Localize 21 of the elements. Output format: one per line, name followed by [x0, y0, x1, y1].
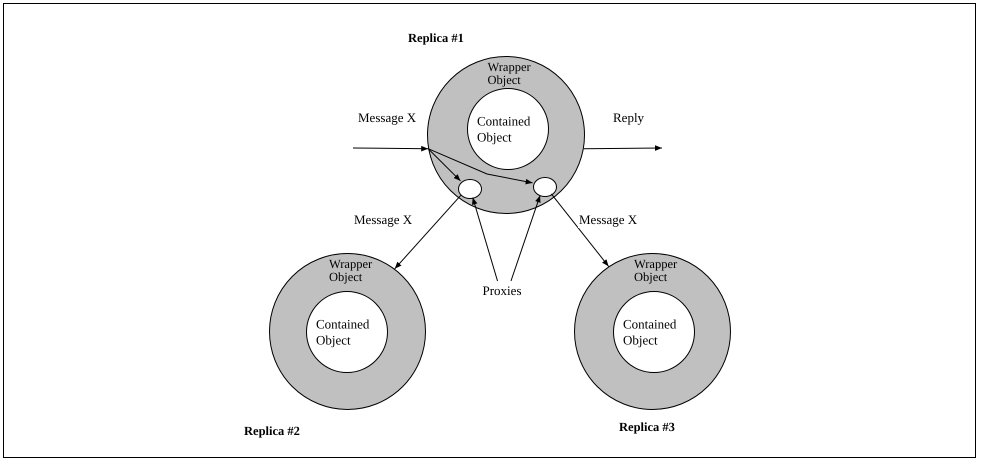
- arrow: [394, 194, 462, 270]
- object-label: Contained Object: [477, 113, 532, 145]
- edge-label: Reply: [612, 110, 646, 126]
- object-label: Wrapper Object: [328, 258, 374, 284]
- object-label: Contained Object: [623, 316, 678, 348]
- arrow: [352, 146, 429, 152]
- arrow: [510, 194, 541, 282]
- proxy-circle: [533, 177, 557, 197]
- object-label: Wrapper Object: [634, 258, 678, 284]
- object-label: Contained Object: [316, 316, 370, 348]
- arrow: [550, 193, 610, 267]
- proxies-label: Proxies: [482, 282, 522, 300]
- arrow: [583, 145, 662, 151]
- replica-title: Replica #1: [408, 31, 464, 46]
- proxy-circle: [458, 179, 482, 199]
- arrow: [428, 148, 462, 182]
- arrow: [472, 197, 498, 282]
- replica-title: Replica #3: [619, 420, 675, 435]
- object-label: Wrapper Object: [487, 61, 532, 88]
- arrow: [428, 148, 534, 184]
- replica-title: Replica #2: [244, 424, 300, 439]
